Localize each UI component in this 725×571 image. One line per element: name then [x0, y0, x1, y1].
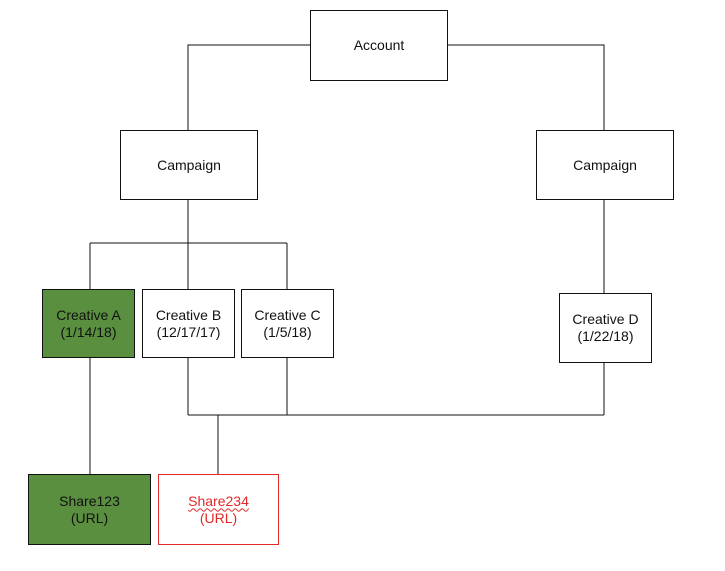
creative-a-date: (1/14/18) — [60, 323, 117, 340]
share123-node: Share123 (URL) — [28, 474, 151, 545]
creative-c-node: Creative C (1/5/18) — [241, 289, 334, 358]
campaign-left-label: Campaign — [157, 156, 221, 173]
share123-name: Share123 — [59, 492, 120, 509]
creative-c-date: (1/5/18) — [263, 323, 312, 340]
creative-c-name: Creative C — [254, 306, 321, 323]
creative-d-node: Creative D (1/22/18) — [559, 293, 652, 363]
campaign-right-node: Campaign — [536, 130, 674, 200]
account-node: Account — [310, 10, 448, 81]
share234-name: Share234 — [188, 492, 249, 509]
connector-account-campaign-left — [187, 44, 310, 130]
creative-a-node: Creative A (1/14/18) — [42, 289, 135, 358]
creative-b-name: Creative B — [155, 306, 222, 323]
share123-url: (URL) — [70, 509, 109, 526]
connector-account-campaign-right — [448, 44, 605, 130]
creative-b-date: (12/17/17) — [156, 323, 221, 340]
creative-a-name: Creative A — [56, 306, 121, 323]
share234-node: Share234 (URL) — [158, 474, 279, 545]
campaign-left-node: Campaign — [120, 130, 258, 200]
account-label: Account — [353, 37, 405, 53]
creative-d-name: Creative D — [572, 311, 639, 327]
share234-url: (URL) — [199, 509, 238, 526]
creative-b-node: Creative B (12/17/17) — [142, 289, 235, 358]
campaign-right-label: Campaign — [573, 156, 637, 173]
creative-d-date: (1/22/18) — [577, 328, 634, 344]
